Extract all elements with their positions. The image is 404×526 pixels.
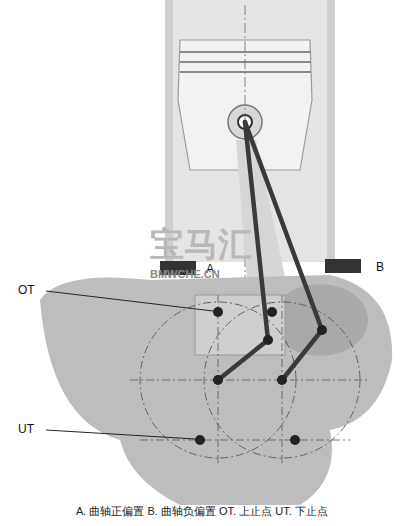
dead-center-label: OT bbox=[18, 283, 35, 297]
watermark: 宝马汇 bbox=[150, 222, 252, 268]
watermark: BMWCHE.CN bbox=[150, 268, 220, 280]
offset-label: B bbox=[376, 260, 384, 274]
dead-center-label: UT bbox=[18, 422, 34, 436]
figure-caption: A. 曲轴正偏置 B. 曲轴负偏置 OT. 上止点 UT. 下止点 bbox=[76, 504, 328, 519]
